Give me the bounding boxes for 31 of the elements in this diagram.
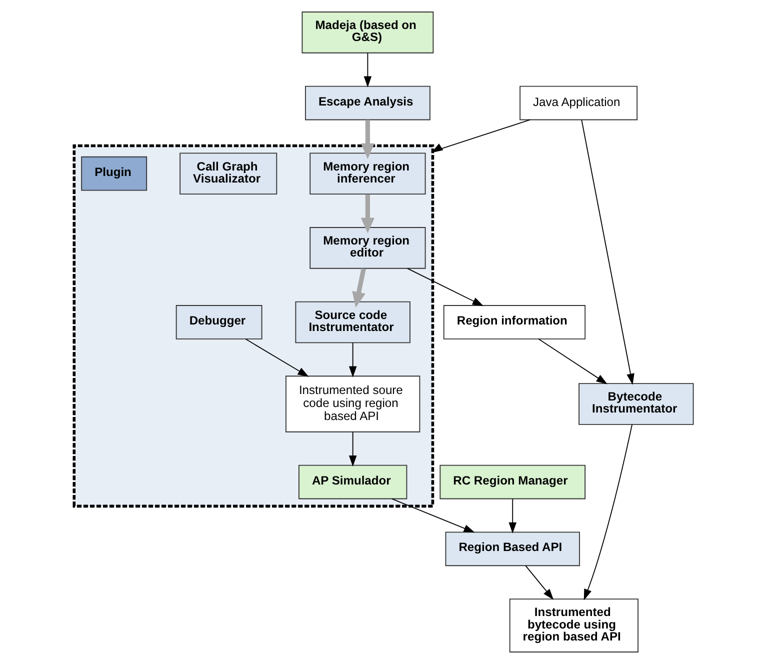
- arrow: [363, 52, 372, 88]
- arrow: [580, 120, 634, 385]
- arrow: [508, 498, 516, 534]
- arrow: [352, 268, 366, 308]
- node-box: Region Based API: [444, 532, 580, 566]
- node-box: Region information: [442, 305, 586, 340]
- node-box: Memory region editor: [309, 227, 426, 269]
- node-box: Instrumented bytecode using region based API: [508, 598, 638, 652]
- node-box: Source code Instrumentator: [294, 301, 410, 344]
- node-box: Bytecode Instrumentator: [578, 383, 694, 425]
- node-box: Call Graph Visualizator: [179, 152, 277, 195]
- arrow: [244, 338, 308, 377]
- arrow: [360, 194, 374, 234]
- node-box: Madeja (based on G&S): [301, 12, 434, 54]
- node-box: Debugger: [175, 305, 262, 340]
- arrow: [348, 432, 356, 467]
- arrow: [360, 120, 374, 159]
- arrow: [348, 342, 356, 378]
- arrow: [390, 498, 474, 533]
- node-box: Escape Analysis: [304, 86, 430, 120]
- node-box: Instrumented soure code using region based API: [284, 376, 420, 432]
- node-box: Plugin: [80, 156, 147, 191]
- arrow: [431, 119, 530, 153]
- arrow: [583, 424, 632, 600]
- node-box: Memory region inferencer: [309, 152, 426, 195]
- arrow: [406, 268, 484, 306]
- node-box: RC Region Manager: [439, 464, 586, 500]
- node-box: Java Application: [519, 86, 638, 120]
- arrow: [524, 565, 554, 600]
- arrow: [538, 338, 607, 384]
- node-box: AP Simulador: [298, 464, 407, 500]
